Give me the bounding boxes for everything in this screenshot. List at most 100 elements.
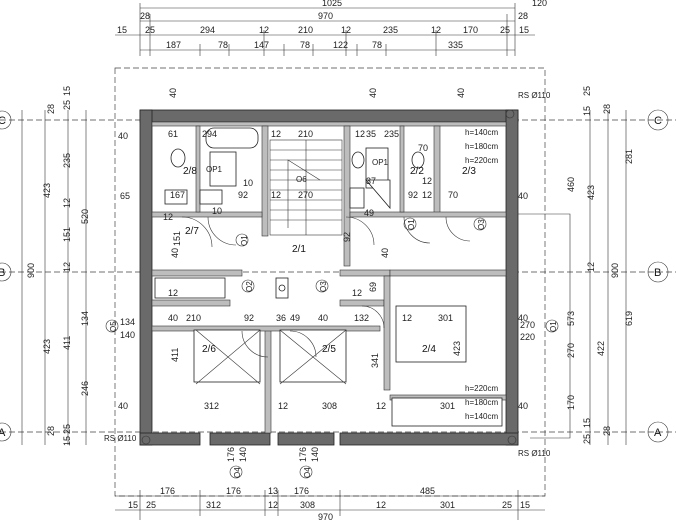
idim: 65	[120, 191, 130, 201]
label-o1-right: O1	[549, 321, 558, 332]
dim-bottom-13: 13	[268, 486, 278, 496]
idim: 40	[118, 401, 128, 411]
cabinet-icon	[209, 151, 237, 187]
axis-marker	[647, 421, 669, 443]
idim: 12	[422, 190, 432, 200]
h-bot-140: h=140cm	[465, 412, 498, 421]
chimney-vent-icon	[278, 284, 286, 292]
h-top-140: h=140cm	[465, 128, 498, 137]
idim: 140	[238, 447, 248, 462]
opening-markers	[105, 217, 559, 479]
idim: 12	[402, 313, 412, 323]
dim-left-134: 134	[80, 311, 90, 326]
dim-top-294: 294	[200, 25, 215, 35]
axis-label-b-right: B	[654, 267, 661, 279]
dim-top-147: 147	[254, 40, 269, 50]
top-dimensions: 1025 120 28 970 28 15 25 294 12 210 12 2…	[115, 0, 547, 56]
dim-top-122: 122	[333, 40, 348, 50]
dim-bottom-15: 15	[128, 500, 138, 510]
interior-dimensions: 61 294 12 210 12 35 235 70 10 92 167 12 …	[118, 88, 535, 462]
outer-walls	[139, 109, 519, 446]
idim: 308	[322, 401, 337, 411]
dim-right-900: 900	[610, 263, 620, 278]
left-dimensions: 28 25 15 235 423 12 151 520 900 12 134 4…	[21, 86, 90, 446]
idim: 40	[518, 401, 528, 411]
idim: 40	[318, 313, 328, 323]
dim-top-12c: 12	[431, 25, 441, 35]
h-bot-180: h=180cm	[465, 398, 498, 407]
idim: 176	[298, 447, 308, 462]
sink-icon	[164, 189, 188, 205]
dim-bottom-15b: 15	[520, 500, 530, 510]
idim: 12	[163, 212, 173, 222]
idim: 132	[354, 313, 369, 323]
dim-top-210: 210	[298, 25, 313, 35]
dim-right-619: 619	[624, 311, 634, 326]
dim-top-25: 25	[145, 25, 155, 35]
wardrobe-icon	[391, 397, 503, 427]
idim: 12	[271, 190, 281, 200]
label-op1-left: OP1	[206, 165, 223, 174]
bathtub-icon	[205, 127, 259, 149]
idim: 12	[376, 401, 386, 411]
dim-top-78b: 78	[300, 40, 310, 50]
label-o3-b: O3	[319, 281, 328, 292]
room-2-4: 2/4	[422, 344, 436, 355]
dim-top-overall: 1025	[322, 0, 342, 8]
idim: 37	[366, 176, 376, 186]
dim-right-281: 281	[624, 149, 634, 164]
idim: 40	[518, 313, 528, 323]
sill-heights: h=140cm h=180cm h=220cm h=220cm h=180cm …	[465, 128, 498, 421]
room-labels: 2/8 2/7 2/1 2/2 2/3 2/6 2/5 2/4 OP1 OP1 …	[109, 158, 558, 478]
idim: 40	[168, 88, 178, 98]
idim: 12	[355, 129, 365, 139]
idim: 12	[352, 288, 362, 298]
idim: 312	[204, 401, 219, 411]
idim: 176	[226, 447, 236, 462]
dim-left-900: 900	[26, 263, 36, 278]
dim-top-15: 15	[117, 25, 127, 35]
idim: 70	[448, 190, 458, 200]
dim-top-28b: 28	[518, 11, 528, 21]
dim-left-28: 28	[46, 104, 56, 114]
dim-right-25: 25	[582, 86, 592, 96]
dim-right-12: 12	[586, 262, 596, 272]
bottom-dimensions: 176 176 176 13 485 15 25 312 12 308 12 3…	[115, 486, 545, 520]
room-2-2: 2/2	[410, 166, 424, 177]
room-2-3: 2/3	[462, 166, 476, 177]
right-dimensions: 25 28 15 281 460 423 12 900 573 619 270 …	[566, 86, 634, 445]
dim-bottom-308: 308	[300, 500, 315, 510]
dim-left-520: 520	[80, 209, 90, 224]
dim-bottom-25b: 25	[502, 500, 512, 510]
idim: 10	[243, 178, 253, 188]
idim: 301	[438, 313, 453, 323]
toilet-icon	[170, 148, 186, 168]
idim: 40	[456, 88, 466, 98]
idim: 167	[170, 190, 185, 200]
idim: 140	[120, 330, 135, 340]
idim: 40	[118, 131, 128, 141]
idim: 61	[168, 129, 178, 139]
idim: 70	[418, 143, 428, 153]
idim: 12	[271, 129, 281, 139]
dim-top-25b: 25	[500, 25, 510, 35]
idim: 301	[440, 401, 455, 411]
room-2-6: 2/6	[202, 344, 216, 355]
label-o5: O5	[109, 321, 118, 332]
room-2-1: 2/1	[292, 244, 306, 255]
dim-right-25b: 25	[582, 434, 592, 444]
axis-label-a-left: A	[0, 427, 6, 439]
label-op1-right: OP1	[372, 158, 389, 167]
dim-right-573: 573	[566, 311, 576, 326]
idim: 36	[276, 313, 286, 323]
dim-bottom-12b: 12	[376, 500, 386, 510]
dim-left-12b: 12	[62, 262, 72, 272]
idim: 151	[172, 231, 182, 246]
desk-icon	[154, 277, 226, 299]
dim-bottom-12a: 12	[268, 500, 278, 510]
label-o1-a: O1	[240, 235, 249, 246]
cabinet-icon	[349, 187, 365, 209]
dim-bottom-970: 970	[318, 512, 333, 520]
dim-top-170: 170	[463, 25, 478, 35]
